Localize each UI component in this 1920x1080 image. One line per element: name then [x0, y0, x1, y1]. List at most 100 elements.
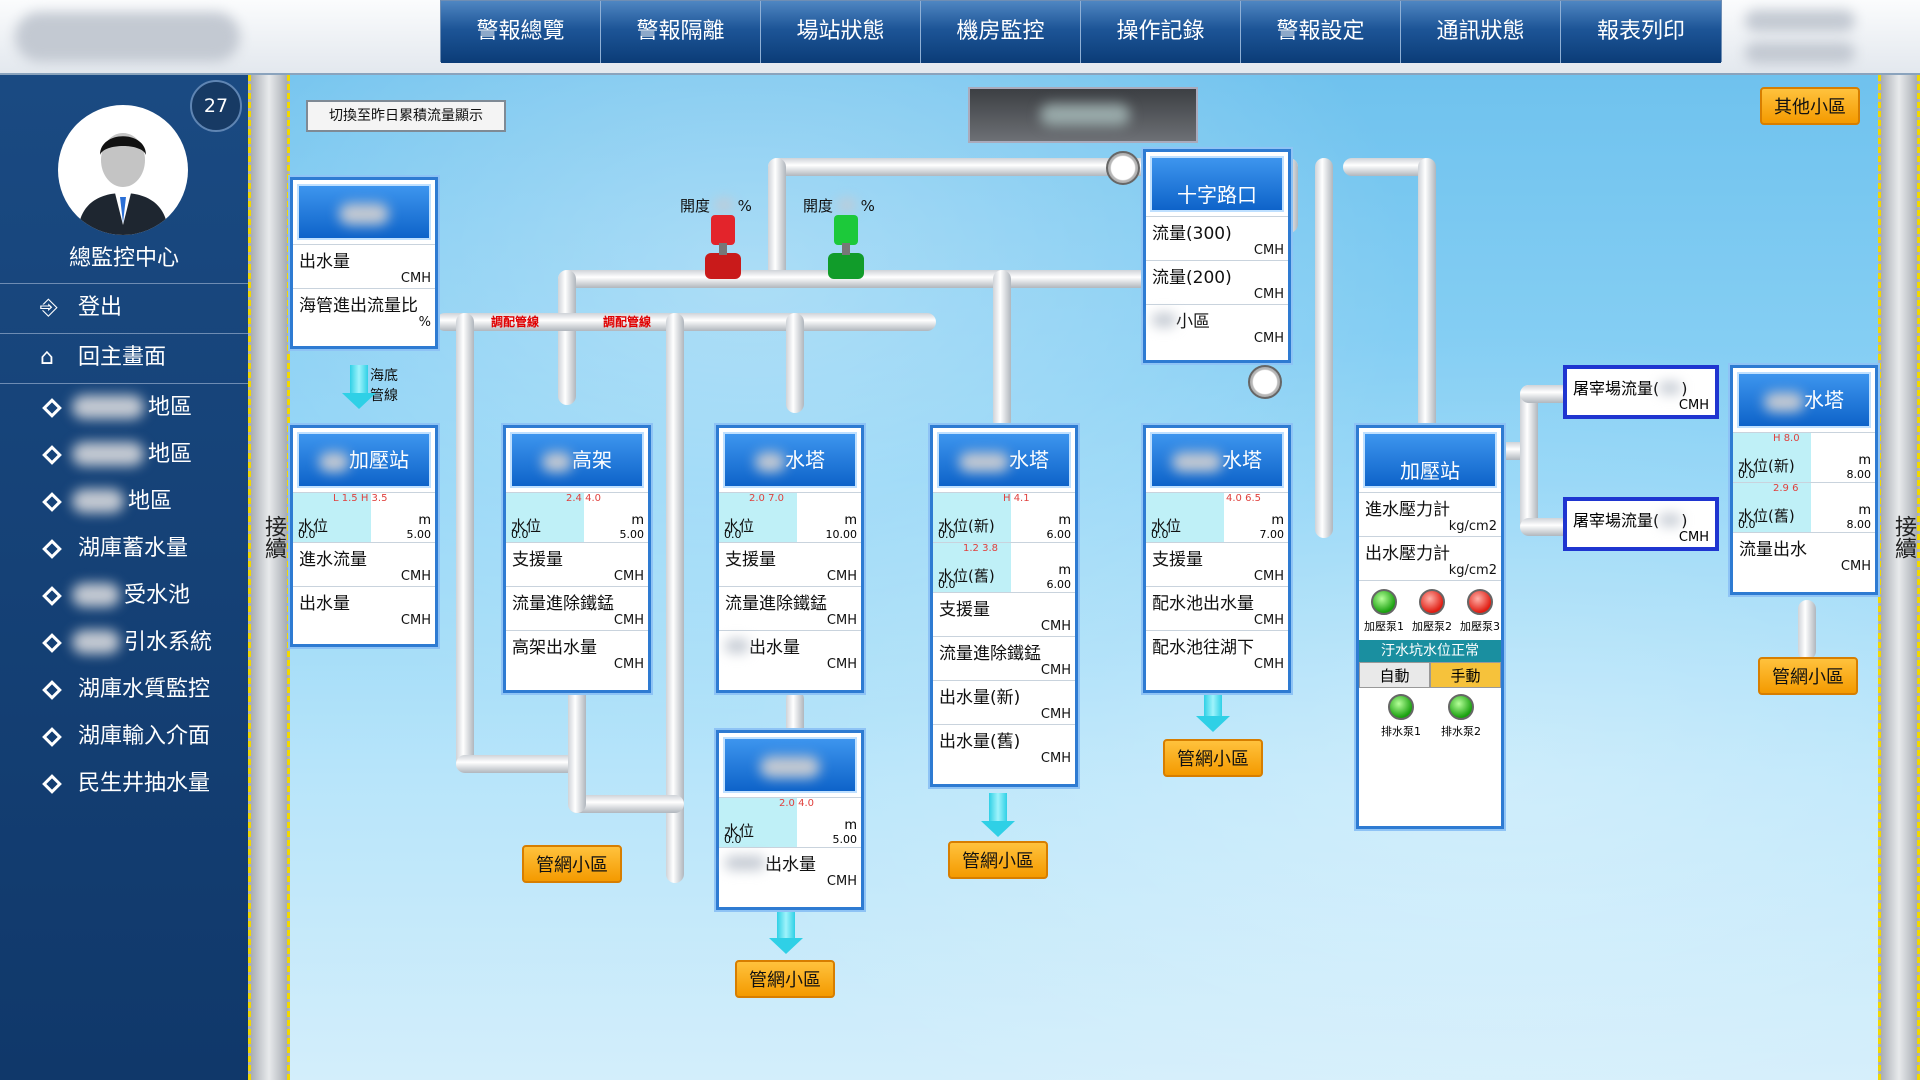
slaughterhouse-flow-2[interactable]: 屠宰場流量()CMH [1563, 497, 1719, 551]
dispatch-pipe-label: 調配管線 [491, 315, 540, 329]
dispatch-pipe-label: 調配管線 [603, 315, 652, 329]
metric-row: 流量(300)CMH [1146, 216, 1288, 260]
sidebar-item-region-2[interactable]: 地區 [0, 432, 248, 478]
top-bar: 警報總覽 警報隔離 場站狀態 機房監控 操作記錄 警報設定 通訊狀態 報表列印 [0, 0, 1920, 75]
station-title: 加壓站 [297, 432, 431, 488]
manual-mode-button[interactable]: 手動 [1430, 662, 1501, 688]
notification-badge[interactable]: 27 [190, 80, 242, 132]
nav-report-print[interactable]: 報表列印 [1561, 1, 1721, 63]
other-area-button[interactable]: 其他小區 [1760, 87, 1860, 125]
pump-status: 排水泵2 [1431, 694, 1491, 739]
red-lamp-icon [1419, 589, 1445, 615]
sidebar-item-receiving-pool[interactable]: 受水池 [0, 573, 248, 619]
valve-green-opening: 開度 % [803, 197, 875, 215]
sidebar-item-reservoir-storage[interactable]: 湖庫蓄水量 [0, 526, 248, 572]
net-area-button[interactable]: 管網小區 [1758, 657, 1858, 695]
flow-arrow-icon [981, 793, 1015, 837]
pipe [568, 795, 684, 813]
continue-right-button[interactable]: 接續 [1878, 75, 1920, 1080]
station-title [723, 737, 857, 793]
nav-operation-log[interactable]: 操作記錄 [1081, 1, 1241, 63]
sidebar-item-region-1[interactable]: 地區 [0, 385, 248, 431]
center-name: 總監控中心 [68, 246, 179, 271]
net-area-button[interactable]: 管網小區 [948, 841, 1048, 879]
process-diagram: 接續 接續 切換至昨日累積流量顯示 其他小區 開度 % 開度 % 調配管線 調配… [248, 75, 1920, 1080]
sidebar-item-region-3[interactable]: 地區 [0, 479, 248, 525]
station-title: 水塔 [1737, 372, 1871, 428]
pipe [1315, 158, 1333, 538]
nav-alarm-isolation[interactable]: 警報隔離 [601, 1, 761, 63]
diamond-icon [42, 680, 62, 700]
logout-button[interactable]: ⎆登出 [0, 285, 248, 331]
sidebar-item-intake-system[interactable]: 引水系統 [0, 620, 248, 666]
sidebar: 27 總監控中心 ⎆登出 ⌂回主畫面 地區 地區 地區 湖庫蓄水量 受水池 引水… [0, 75, 248, 1080]
user-avatar-icon [78, 133, 168, 235]
sidebar-item-water-quality[interactable]: 湖庫水質監控 [0, 667, 248, 713]
pump-status: 加壓泵2 [1407, 589, 1457, 634]
diamond-icon [42, 445, 62, 465]
pipe [456, 313, 474, 773]
sidebar-item-reservoir-input[interactable]: 湖庫輸入介面 [0, 714, 248, 760]
pressure-gauge-icon [1106, 151, 1140, 185]
nav-alarm-settings[interactable]: 警報設定 [1241, 1, 1401, 63]
continue-left-button[interactable]: 接續 [248, 75, 290, 1080]
metric-row: 海管進出流量比% [293, 288, 435, 332]
user-info-blurred [1745, 10, 1855, 32]
valve-green-icon[interactable] [826, 215, 866, 281]
slaughterhouse-flow-1[interactable]: 屠宰場流量()CMH [1563, 365, 1719, 419]
home-icon: ⌂ [40, 345, 54, 370]
pipe [1418, 158, 1436, 448]
station-title: 十字路口 [1150, 156, 1284, 212]
mode-switch: 自動 手動 [1359, 662, 1501, 688]
logout-icon: ⎆ [40, 295, 58, 320]
nav-alarm-overview[interactable]: 警報總覽 [441, 1, 601, 63]
nav-comm-status[interactable]: 通訊狀態 [1401, 1, 1561, 63]
auto-mode-button[interactable]: 自動 [1359, 662, 1430, 688]
switch-yesterday-button[interactable]: 切換至昨日累積流量顯示 [306, 100, 506, 132]
net-area-button[interactable]: 管網小區 [1163, 739, 1263, 777]
pipe [666, 313, 684, 883]
net-area-button[interactable]: 管網小區 [522, 845, 622, 883]
avatar [58, 105, 188, 235]
home-button[interactable]: ⌂回主畫面 [0, 335, 248, 381]
sump-status: 汙水坑水位正常 [1359, 640, 1501, 662]
net-area-button[interactable]: 管網小區 [735, 960, 835, 998]
valve-red-icon[interactable] [703, 215, 743, 281]
nav-room-monitor[interactable]: 機房監控 [921, 1, 1081, 63]
sidebar-item-well-pumping[interactable]: 民生井抽水量 [0, 761, 248, 807]
nav-station-status[interactable]: 場站狀態 [761, 1, 921, 63]
pipe [568, 675, 586, 813]
logo-blurred [15, 12, 240, 62]
diamond-icon [42, 633, 62, 653]
booster-pump-lamps: 加壓泵1 加壓泵2 加壓泵3 [1359, 580, 1501, 640]
pipe [436, 313, 936, 331]
metric-row: 流量(200)CMH [1146, 260, 1288, 304]
pressure-gauge-icon [1248, 365, 1282, 399]
diamond-icon [42, 539, 62, 559]
